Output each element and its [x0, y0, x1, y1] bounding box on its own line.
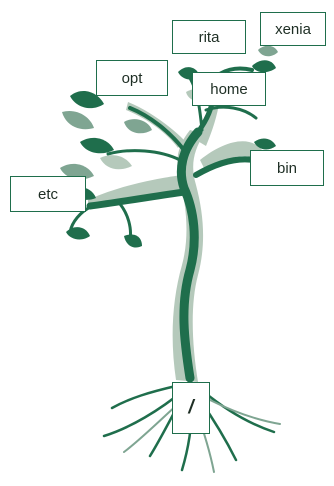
directory-label-xenia[interactable]: xenia: [260, 12, 326, 46]
directory-label-rita[interactable]: rita: [172, 20, 246, 54]
directory-label-etc[interactable]: etc: [10, 176, 86, 212]
directory-label-opt[interactable]: opt: [96, 60, 168, 96]
directory-label-bin[interactable]: bin: [250, 150, 324, 186]
directory-label-root[interactable]: /: [172, 382, 210, 434]
tree-light-layer: [88, 78, 262, 382]
directory-label-home[interactable]: home: [192, 72, 266, 106]
tree-dark-layer: [70, 68, 262, 378]
